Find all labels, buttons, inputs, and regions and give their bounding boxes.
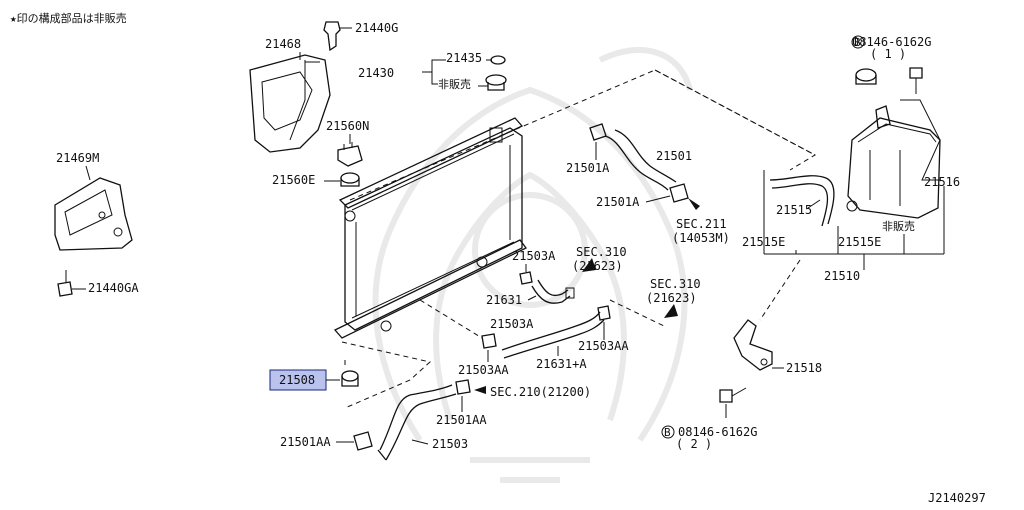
- label-sec310b-sub[interactable]: (21623): [646, 291, 697, 305]
- part-21631a-hose[interactable]: [501, 311, 605, 359]
- part-bolt-top[interactable]: [909, 67, 923, 94]
- label-21631[interactable]: 21631: [486, 293, 522, 307]
- label-21503aa-right[interactable]: 21503AA: [578, 339, 629, 353]
- label-21510[interactable]: 21510: [824, 269, 860, 283]
- label-21430[interactable]: 21430: [358, 66, 394, 80]
- label-21501a-top[interactable]: 21501A: [566, 161, 610, 175]
- label-hihanbai-cap: 非販売: [438, 78, 471, 91]
- diagram-id: J2140297: [928, 491, 986, 505]
- label-bolt-top[interactable]: 08146-6162G: [852, 35, 931, 49]
- label-bolt-bottom-qty[interactable]: ( 2 ): [676, 437, 712, 451]
- part-21440g-clip[interactable]: [323, 21, 352, 52]
- label-21501aa-left[interactable]: 21501AA: [280, 435, 331, 449]
- svg-text:B: B: [854, 36, 861, 49]
- part-reservoir-cap[interactable]: [855, 68, 877, 85]
- label-21515e-right[interactable]: 21515E: [838, 235, 881, 249]
- part-21440ga-clip[interactable]: [57, 270, 73, 297]
- label-21501[interactable]: 21501: [656, 149, 692, 163]
- part-21503-lower-hose[interactable]: [377, 384, 457, 461]
- part-21560n-mount[interactable]: [337, 142, 363, 167]
- part-21435-gasket[interactable]: [490, 55, 506, 65]
- label-sec211-sub[interactable]: (14053M): [672, 231, 730, 245]
- label-21508[interactable]: 21508: [279, 373, 315, 387]
- part-21560e-bushing[interactable]: [340, 172, 360, 187]
- part-21515-overflow-hose[interactable]: [769, 175, 835, 227]
- part-bolt-bottom[interactable]: [719, 387, 747, 403]
- label-hihanbai-reservoir: 非販売: [882, 220, 915, 233]
- label-bolt-bottom[interactable]: 08146-6162G: [678, 425, 757, 439]
- arrow-sec310b: [664, 304, 678, 318]
- label-21516[interactable]: 21516: [924, 175, 960, 189]
- part-21518-bracket[interactable]: [733, 319, 773, 371]
- arrow-sec310a: [582, 258, 596, 272]
- part-21469m-bracket[interactable]: [54, 177, 133, 251]
- part-21631-hose[interactable]: [531, 279, 575, 304]
- part-21468-shroud[interactable]: [249, 54, 331, 153]
- part-21430-radiator-cap[interactable]: [485, 74, 507, 91]
- label-21560n[interactable]: 21560N: [326, 119, 369, 133]
- label-sec310b[interactable]: SEC.310: [650, 277, 701, 291]
- label-sec210[interactable]: SEC.210(21200): [490, 385, 591, 399]
- label-21503aa-left[interactable]: 21503AA: [458, 363, 509, 377]
- part-21503aa-clamp-left[interactable]: [481, 333, 497, 349]
- part-21503aa-clamp-right[interactable]: [597, 305, 611, 321]
- svg-text:B: B: [664, 426, 671, 439]
- part-21501aa-clamp-left[interactable]: [353, 431, 373, 451]
- part-21501aa-clamp-mid[interactable]: [455, 379, 471, 395]
- part-21503a-clamp-top[interactable]: [519, 271, 533, 285]
- label-21440ga[interactable]: 21440GA: [88, 281, 139, 295]
- label-21518[interactable]: 21518: [786, 361, 822, 375]
- label-sec310a[interactable]: SEC.310: [576, 245, 627, 259]
- label-sec211[interactable]: SEC.211: [676, 217, 727, 231]
- part-21501a-clamp-top[interactable]: [589, 123, 607, 141]
- label-21501a-mid[interactable]: 21501A: [596, 195, 640, 209]
- label-21469m[interactable]: 21469M: [56, 151, 99, 165]
- part-21516-reservoir-tank[interactable]: [847, 105, 941, 219]
- label-21560e[interactable]: 21560E: [272, 173, 315, 187]
- part-21501-upper-hose[interactable]: [604, 129, 677, 191]
- arrow-sec211: [688, 198, 700, 210]
- watermark-emblem: [372, 47, 693, 483]
- part-radiator-assembly[interactable]: [333, 117, 527, 339]
- label-21501aa-mid[interactable]: 21501AA: [436, 413, 487, 427]
- part-21501a-clamp-mid[interactable]: [669, 183, 689, 203]
- label-21503a-top[interactable]: 21503A: [512, 249, 556, 263]
- part-21508-drain-plug[interactable]: [341, 370, 359, 387]
- label-21503a-mid[interactable]: 21503A: [490, 317, 534, 331]
- label-sec310a-sub[interactable]: (21623): [572, 259, 623, 273]
- arrow-sec210: [474, 386, 486, 394]
- label-21515[interactable]: 21515: [776, 203, 812, 217]
- label-21435[interactable]: 21435: [446, 51, 482, 65]
- label-bolt-top-qty[interactable]: ( 1 ): [870, 47, 906, 61]
- label-21503[interactable]: 21503: [432, 437, 468, 451]
- label-21631a[interactable]: 21631+A: [536, 357, 587, 371]
- label-21440g[interactable]: 21440G: [355, 21, 398, 35]
- label-21468[interactable]: 21468: [265, 37, 301, 51]
- star-note: ★印の構成部品は非販売: [10, 11, 127, 25]
